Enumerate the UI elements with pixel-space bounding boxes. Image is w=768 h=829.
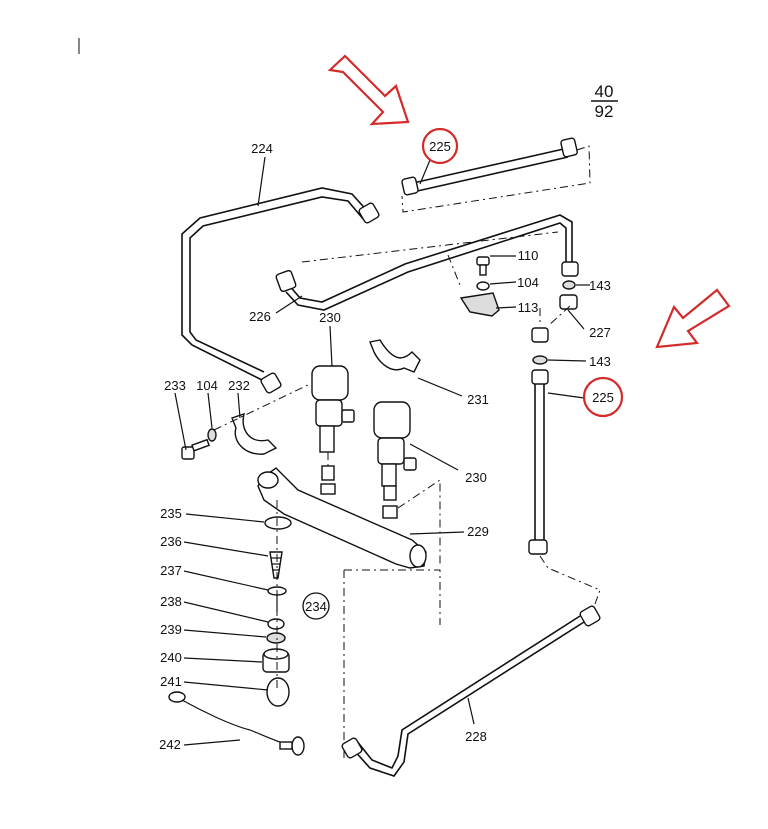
label-232: 232 (228, 378, 250, 393)
injector-230-right (373, 401, 417, 519)
label-110: 110 (518, 248, 539, 263)
label-230-top: 230 (319, 310, 341, 325)
label-233: 233 (164, 378, 186, 393)
label-225-right: 225 (592, 390, 614, 405)
label-236: 236 (160, 534, 182, 549)
sheet-number-top: 40 (595, 82, 614, 101)
pipe-224 (181, 187, 380, 394)
label-241: 241 (160, 674, 182, 689)
highlight-arrow-right (655, 288, 731, 349)
label-104-top: 104 (517, 275, 539, 290)
label-242: 242 (159, 737, 181, 752)
label-235: 235 (160, 506, 182, 521)
injector-230-left (311, 365, 355, 495)
spring-236 (269, 551, 283, 579)
washer-104-left (207, 428, 217, 442)
washer-238 (267, 618, 285, 630)
label-143-top: 143 (589, 278, 611, 293)
label-104-left: 104 (196, 378, 218, 393)
label-231: 231 (467, 392, 489, 407)
sheet-number-bottom: 92 (595, 102, 614, 121)
label-237: 237 (160, 563, 182, 578)
highlight-circle-225-top (421, 127, 459, 165)
washer-239 (266, 632, 286, 644)
nut-227 (559, 294, 578, 310)
label-113: 113 (518, 300, 539, 315)
label-239: 239 (160, 622, 182, 637)
washer-104-top (476, 281, 490, 291)
label-224: 224 (251, 141, 273, 156)
bolt-110 (476, 256, 490, 276)
clamp-232 (231, 412, 278, 455)
label-228: 228 (465, 729, 487, 744)
label-227: 227 (589, 325, 611, 340)
sheet-number: 40 92 (591, 82, 618, 121)
washer-143-top (562, 280, 576, 290)
label-225-top: 225 (429, 139, 451, 154)
pipe-225-right (528, 305, 601, 591)
label-226: 226 (249, 309, 271, 324)
label-240: 240 (160, 650, 182, 665)
reference-234: 234 (302, 592, 330, 620)
seal-235 (264, 516, 292, 530)
bolt-233 (181, 438, 210, 460)
clamp-231 (369, 339, 421, 373)
label-234: 234 (305, 599, 327, 614)
pipe-225-top (401, 137, 591, 213)
leader-lines (174, 156, 590, 746)
label-230-bottom: 230 (465, 470, 487, 485)
pipe-228 (341, 589, 601, 777)
highlight-circle-225-right (582, 376, 624, 418)
label-143-bottom: 143 (589, 354, 611, 369)
cable-242 (168, 691, 305, 756)
label-229: 229 (467, 524, 489, 539)
cap-241 (266, 677, 290, 707)
return-pipe-229 (257, 467, 427, 569)
highlight-arrow-top (327, 54, 410, 126)
bracket-113 (459, 292, 500, 317)
plug-240 (262, 648, 290, 673)
label-238: 238 (160, 594, 182, 609)
